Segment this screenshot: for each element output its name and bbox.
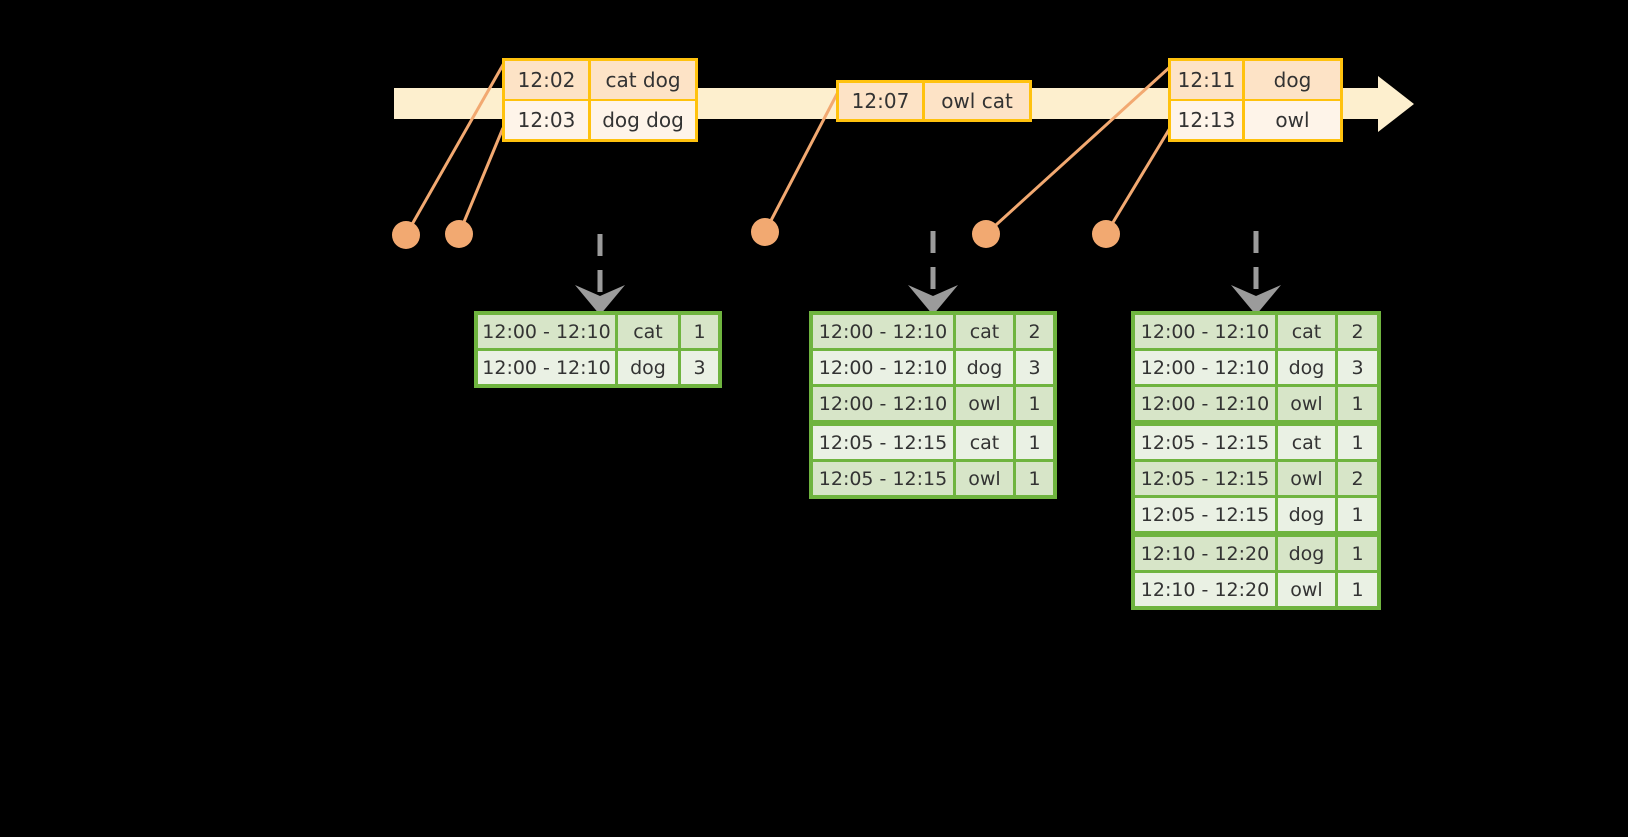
count-cell: 1 — [1338, 387, 1377, 420]
count-cell: 1 — [1338, 498, 1377, 531]
window-cell: 12:00 - 12:10 — [813, 387, 953, 420]
key-cell: dog — [956, 351, 1013, 384]
window-cell: 12:00 - 12:10 — [1135, 315, 1275, 348]
timeline-arrow-head-icon — [1378, 76, 1414, 132]
key-cell: owl — [1278, 387, 1335, 420]
key-cell: owl — [956, 387, 1013, 420]
count-cell: 1 — [681, 315, 718, 348]
event-words: owl — [1245, 101, 1340, 139]
event-words: cat dog — [591, 61, 695, 99]
key-cell: dog — [618, 351, 678, 384]
key-cell: dog — [1278, 351, 1335, 384]
key-cell: cat — [1278, 426, 1335, 459]
count-cell: 2 — [1016, 315, 1053, 348]
connector-dot — [972, 220, 1000, 248]
key-cell: dog — [1278, 537, 1335, 570]
count-cell: 1 — [1016, 387, 1053, 420]
window-cell: 12:05 - 12:15 — [813, 426, 953, 459]
event-timestamp: 12:03 — [505, 101, 591, 139]
window-cell: 12:05 - 12:15 — [1135, 498, 1275, 531]
count-cell: 2 — [1338, 462, 1377, 495]
count-cell: 3 — [1016, 351, 1053, 384]
connector-dot — [392, 221, 420, 249]
key-cell: owl — [956, 462, 1013, 495]
key-cell: cat — [618, 315, 678, 348]
count-cell: 1 — [1016, 426, 1053, 459]
window-cell: 12:00 - 12:10 — [813, 315, 953, 348]
connector-line — [457, 127, 505, 235]
count-cell: 1 — [1338, 426, 1377, 459]
count-cell: 3 — [1338, 351, 1377, 384]
window-cell: 12:05 - 12:15 — [813, 462, 953, 495]
key-cell: cat — [956, 315, 1013, 348]
event-timestamp: 12:11 — [1171, 61, 1245, 99]
count-cell: 3 — [681, 351, 718, 384]
connector-dot — [1092, 220, 1120, 248]
count-cell: 1 — [1338, 573, 1377, 606]
key-cell: cat — [956, 426, 1013, 459]
window-cell: 12:00 - 12:10 — [478, 315, 615, 348]
window-cell: 12:00 - 12:10 — [478, 351, 615, 384]
event-words: dog — [1245, 61, 1340, 99]
connector-line — [1104, 127, 1172, 235]
key-cell: owl — [1278, 462, 1335, 495]
count-cell: 1 — [1016, 462, 1053, 495]
key-cell: cat — [1278, 315, 1335, 348]
count-cell: 1 — [1338, 537, 1377, 570]
key-cell: dog — [1278, 498, 1335, 531]
window-cell: 12:10 - 12:20 — [1135, 537, 1275, 570]
key-cell: owl — [1278, 573, 1335, 606]
window-cell: 12:00 - 12:10 — [1135, 387, 1275, 420]
connector-dot — [751, 218, 779, 246]
event-timestamp: 12:02 — [505, 61, 591, 99]
event-words: owl cat — [925, 83, 1029, 119]
window-cell: 12:05 - 12:15 — [1135, 426, 1275, 459]
count-cell: 2 — [1338, 315, 1377, 348]
window-cell: 12:05 - 12:15 — [1135, 462, 1275, 495]
event-timestamp: 12:13 — [1171, 101, 1245, 139]
connector-dot — [445, 220, 473, 248]
window-cell: 12:00 - 12:10 — [813, 351, 953, 384]
window-cell: 12:10 - 12:20 — [1135, 573, 1275, 606]
event-timestamp: 12:07 — [839, 83, 925, 119]
event-words: dog dog — [591, 101, 695, 139]
window-cell: 12:00 - 12:10 — [1135, 351, 1275, 384]
